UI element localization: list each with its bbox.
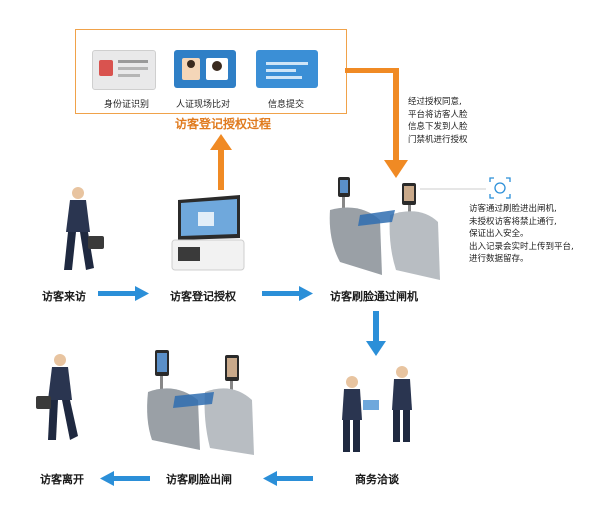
card-label-id: 身份证识别 bbox=[104, 100, 150, 110]
orange-arrow-up bbox=[210, 134, 232, 190]
face-scan-icon bbox=[489, 177, 511, 199]
blue-arrow-down bbox=[366, 311, 386, 356]
registration-process-box: 身份证识别 人证现场比对 信息提交 bbox=[75, 29, 347, 114]
entry-gate bbox=[329, 177, 440, 280]
business-meeting-figures bbox=[342, 366, 412, 452]
blue-arrow-3 bbox=[263, 471, 313, 486]
blue-arrow-4 bbox=[100, 471, 150, 486]
authorization-note: 经过授权同意, 平台将访客人脸 信息下发到人脸 门禁机进行授权 bbox=[408, 97, 468, 145]
process-title: 访客登记授权过程 bbox=[175, 117, 272, 131]
info-submit-icon bbox=[256, 50, 318, 88]
blue-arrow-1 bbox=[98, 286, 149, 301]
exit-gate bbox=[147, 350, 254, 455]
step-face-exit: 访客刷脸出闸 bbox=[166, 473, 232, 486]
card-label-submit: 信息提交 bbox=[268, 100, 305, 110]
blue-arrow-2 bbox=[262, 286, 313, 301]
step-face-pass-in: 访客刷脸通过闸机 bbox=[330, 290, 418, 303]
step-visitor-leaves: 访客离开 bbox=[40, 473, 84, 486]
card-label-face: 人证现场比对 bbox=[176, 100, 231, 110]
step-visitor-register: 访客登记授权 bbox=[170, 290, 236, 303]
gate-info-note: 访客通过刷脸进出闸机, 未授权访客将禁止通行, 保证出入安全。 出入记录会实时上… bbox=[469, 204, 574, 264]
step-business: 商务洽谈 bbox=[355, 473, 399, 486]
id-card-icon bbox=[92, 50, 156, 90]
step-visitor-arrives: 访客来访 bbox=[42, 290, 86, 303]
orange-arrow-right-down bbox=[345, 68, 408, 178]
registration-kiosk bbox=[171, 195, 245, 271]
visitor-arriving-figure bbox=[64, 187, 104, 270]
face-compare-icon bbox=[174, 50, 236, 88]
visitor-leaving-figure bbox=[36, 354, 78, 440]
